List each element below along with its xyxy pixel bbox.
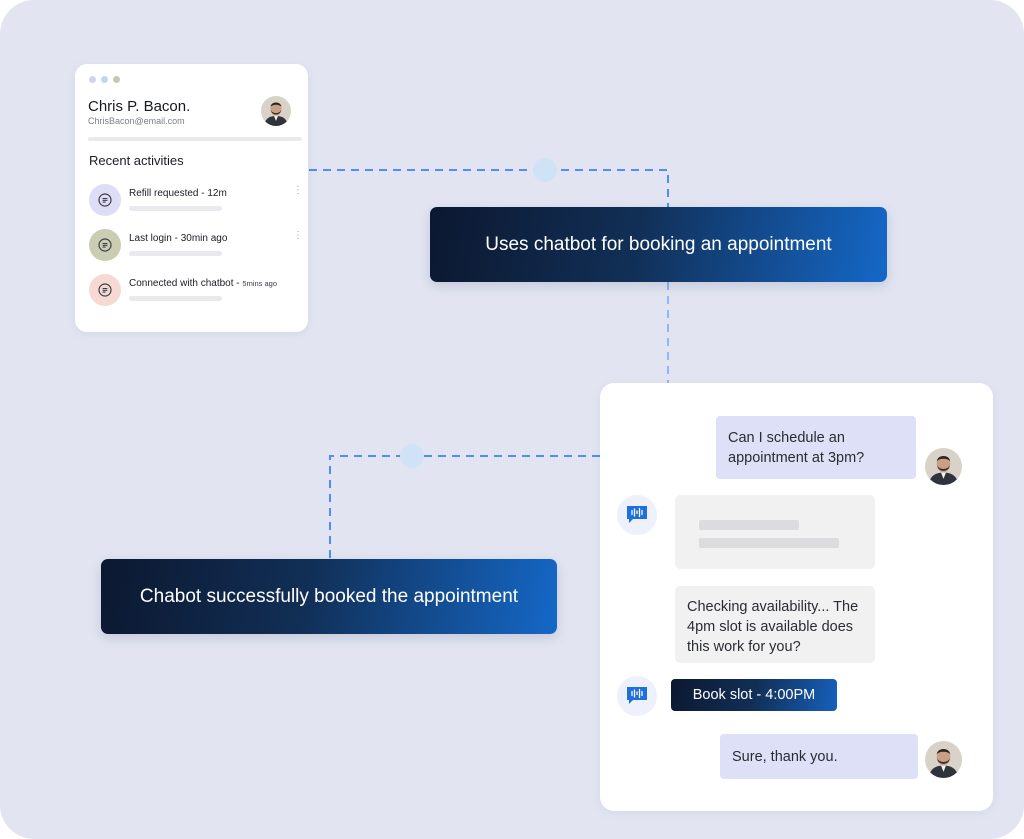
book-slot-button[interactable]: Book slot - 4:00PM xyxy=(671,679,837,711)
recent-activities-heading: Recent activities xyxy=(89,153,184,168)
profile-divider xyxy=(88,137,302,141)
user-avatar xyxy=(925,448,962,485)
profile-email: ChrisBacon@email.com xyxy=(88,116,185,126)
profile-avatar xyxy=(261,96,291,126)
chat-window: Can I schedule an appointment at 3pm? Ch… xyxy=(600,383,993,811)
user-avatar xyxy=(925,741,962,778)
bot-message-bubble: Checking availability... The 4pm slot is… xyxy=(675,586,875,663)
connector-node-2 xyxy=(400,444,424,468)
connector-node-1 xyxy=(533,158,557,182)
flow-step-booking-success: Chabot successfully booked the appointme… xyxy=(101,559,557,634)
flow-step-chatbot-booking: Uses chatbot for booking an appointment xyxy=(430,207,887,282)
window-dot xyxy=(101,76,108,83)
activity-placeholder-bar xyxy=(129,206,222,211)
chat-lines-icon xyxy=(89,184,121,216)
window-dots xyxy=(89,76,120,83)
activity-placeholder-bar xyxy=(129,251,222,256)
user-message-bubble: Sure, thank you. xyxy=(720,734,918,779)
chat-lines-icon xyxy=(89,274,121,306)
loading-line xyxy=(699,520,799,530)
activity-label: Last login - 30min ago xyxy=(129,233,228,244)
user-message-bubble: Can I schedule an appointment at 3pm? xyxy=(716,416,916,479)
profile-name: Chris P. Bacon. xyxy=(88,98,191,115)
activity-placeholder-bar xyxy=(129,296,222,301)
activity-item[interactable]: Last login - 30min ago ⋮ xyxy=(89,229,303,263)
profile-card: Chris P. Bacon. ChrisBacon@email.com Rec… xyxy=(75,64,308,332)
voice-chat-icon xyxy=(617,676,657,716)
window-dot xyxy=(113,76,120,83)
activity-item[interactable]: Refill requested - 12m ⋮ xyxy=(89,184,303,218)
activity-label: Connected with chatbot - 5mins ago xyxy=(129,278,278,289)
activity-item[interactable]: Connected with chatbot - 5mins ago xyxy=(89,274,299,308)
voice-chat-icon xyxy=(617,495,657,535)
loading-line xyxy=(699,538,839,548)
connector-profile-to-step1 xyxy=(309,169,669,207)
bot-loading-bubble xyxy=(675,495,875,569)
window-dot xyxy=(89,76,96,83)
connector-chat-to-step2 xyxy=(329,455,600,559)
chat-lines-icon xyxy=(89,229,121,261)
more-options-icon[interactable]: ⋮ xyxy=(293,230,303,241)
more-options-icon[interactable]: ⋮ xyxy=(293,185,303,196)
activity-label: Refill requested - 12m xyxy=(129,188,227,199)
